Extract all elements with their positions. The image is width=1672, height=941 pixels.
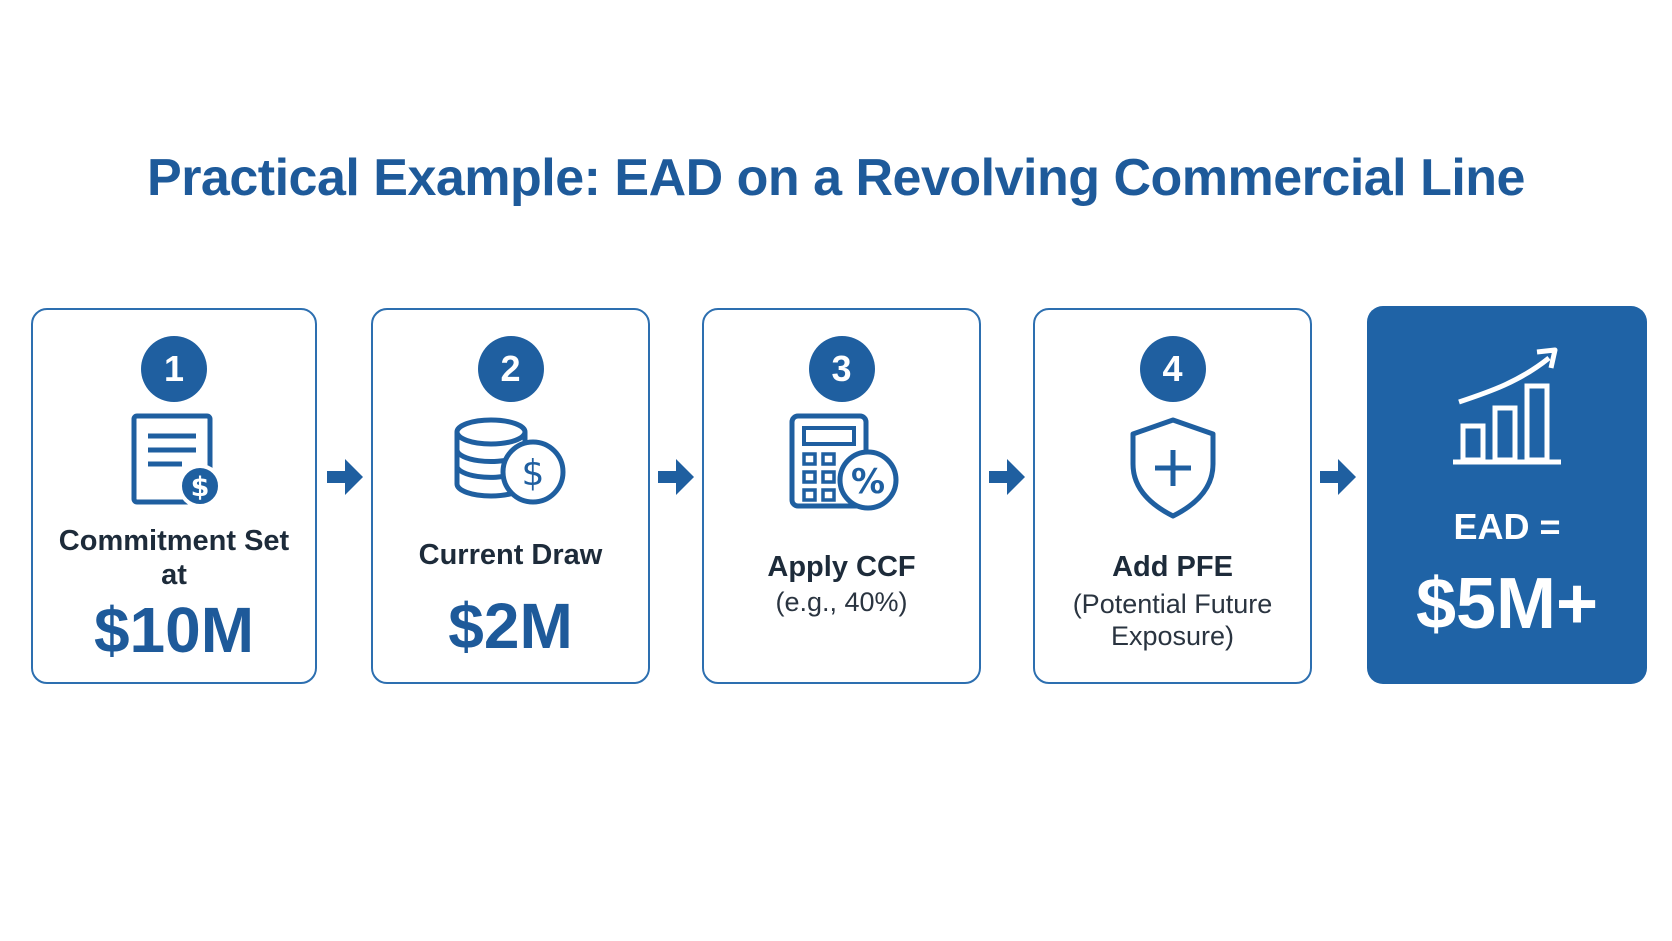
- step-number-badge: 3: [808, 336, 875, 402]
- arrow-right-icon: [656, 455, 696, 504]
- step-label-line2: at: [161, 559, 187, 591]
- arrow-right-icon: [987, 455, 1027, 504]
- step-current-draw: 2 $ Current Draw $2M: [371, 308, 650, 684]
- result-amount: $5M+: [1415, 564, 1599, 644]
- svg-text:%: %: [850, 462, 884, 502]
- result-ead: EAD = $5M+: [1367, 306, 1647, 684]
- coins-dollar-icon: $: [453, 412, 569, 513]
- svg-text:$: $: [521, 453, 544, 494]
- step-sublabel: (e.g., 40%): [775, 587, 908, 617]
- step-sublabel: (Potential Future: [1072, 589, 1273, 619]
- page-title: Practical Example: EAD on a Revolving Co…: [147, 149, 1525, 207]
- step-sublabel-line2: Exposure): [1110, 621, 1235, 651]
- step-amount: $10M: [93, 594, 255, 666]
- step-number-badge: 4: [1139, 336, 1206, 402]
- step-number-badge: 1: [141, 336, 207, 402]
- arrow-right-icon: [325, 455, 365, 504]
- result-label: EAD =: [1453, 506, 1561, 547]
- svg-text:$: $: [191, 472, 210, 503]
- step-number-badge: 2: [477, 336, 544, 402]
- growth-chart-icon: [1449, 346, 1565, 475]
- calculator-percent-icon: %: [788, 412, 900, 517]
- arrow-right-icon: [1318, 455, 1358, 504]
- step-label: Apply CCF: [767, 551, 916, 583]
- step-label: Commitment Set: [58, 525, 290, 557]
- shield-plus-icon: [1127, 416, 1219, 525]
- step-amount: $2M: [448, 590, 573, 662]
- step-label: Add PFE: [1112, 551, 1233, 583]
- step-label: Current Draw: [418, 539, 603, 571]
- step-commitment: 1 $ Commitment Set at $10M: [31, 308, 317, 684]
- step-add-pfe: 4 Add PFE (Potential Future Exposure): [1033, 308, 1312, 684]
- step-apply-ccf: 3 % Apply CCF (e.g., 40%): [702, 308, 981, 684]
- document-dollar-icon: $: [126, 412, 222, 513]
